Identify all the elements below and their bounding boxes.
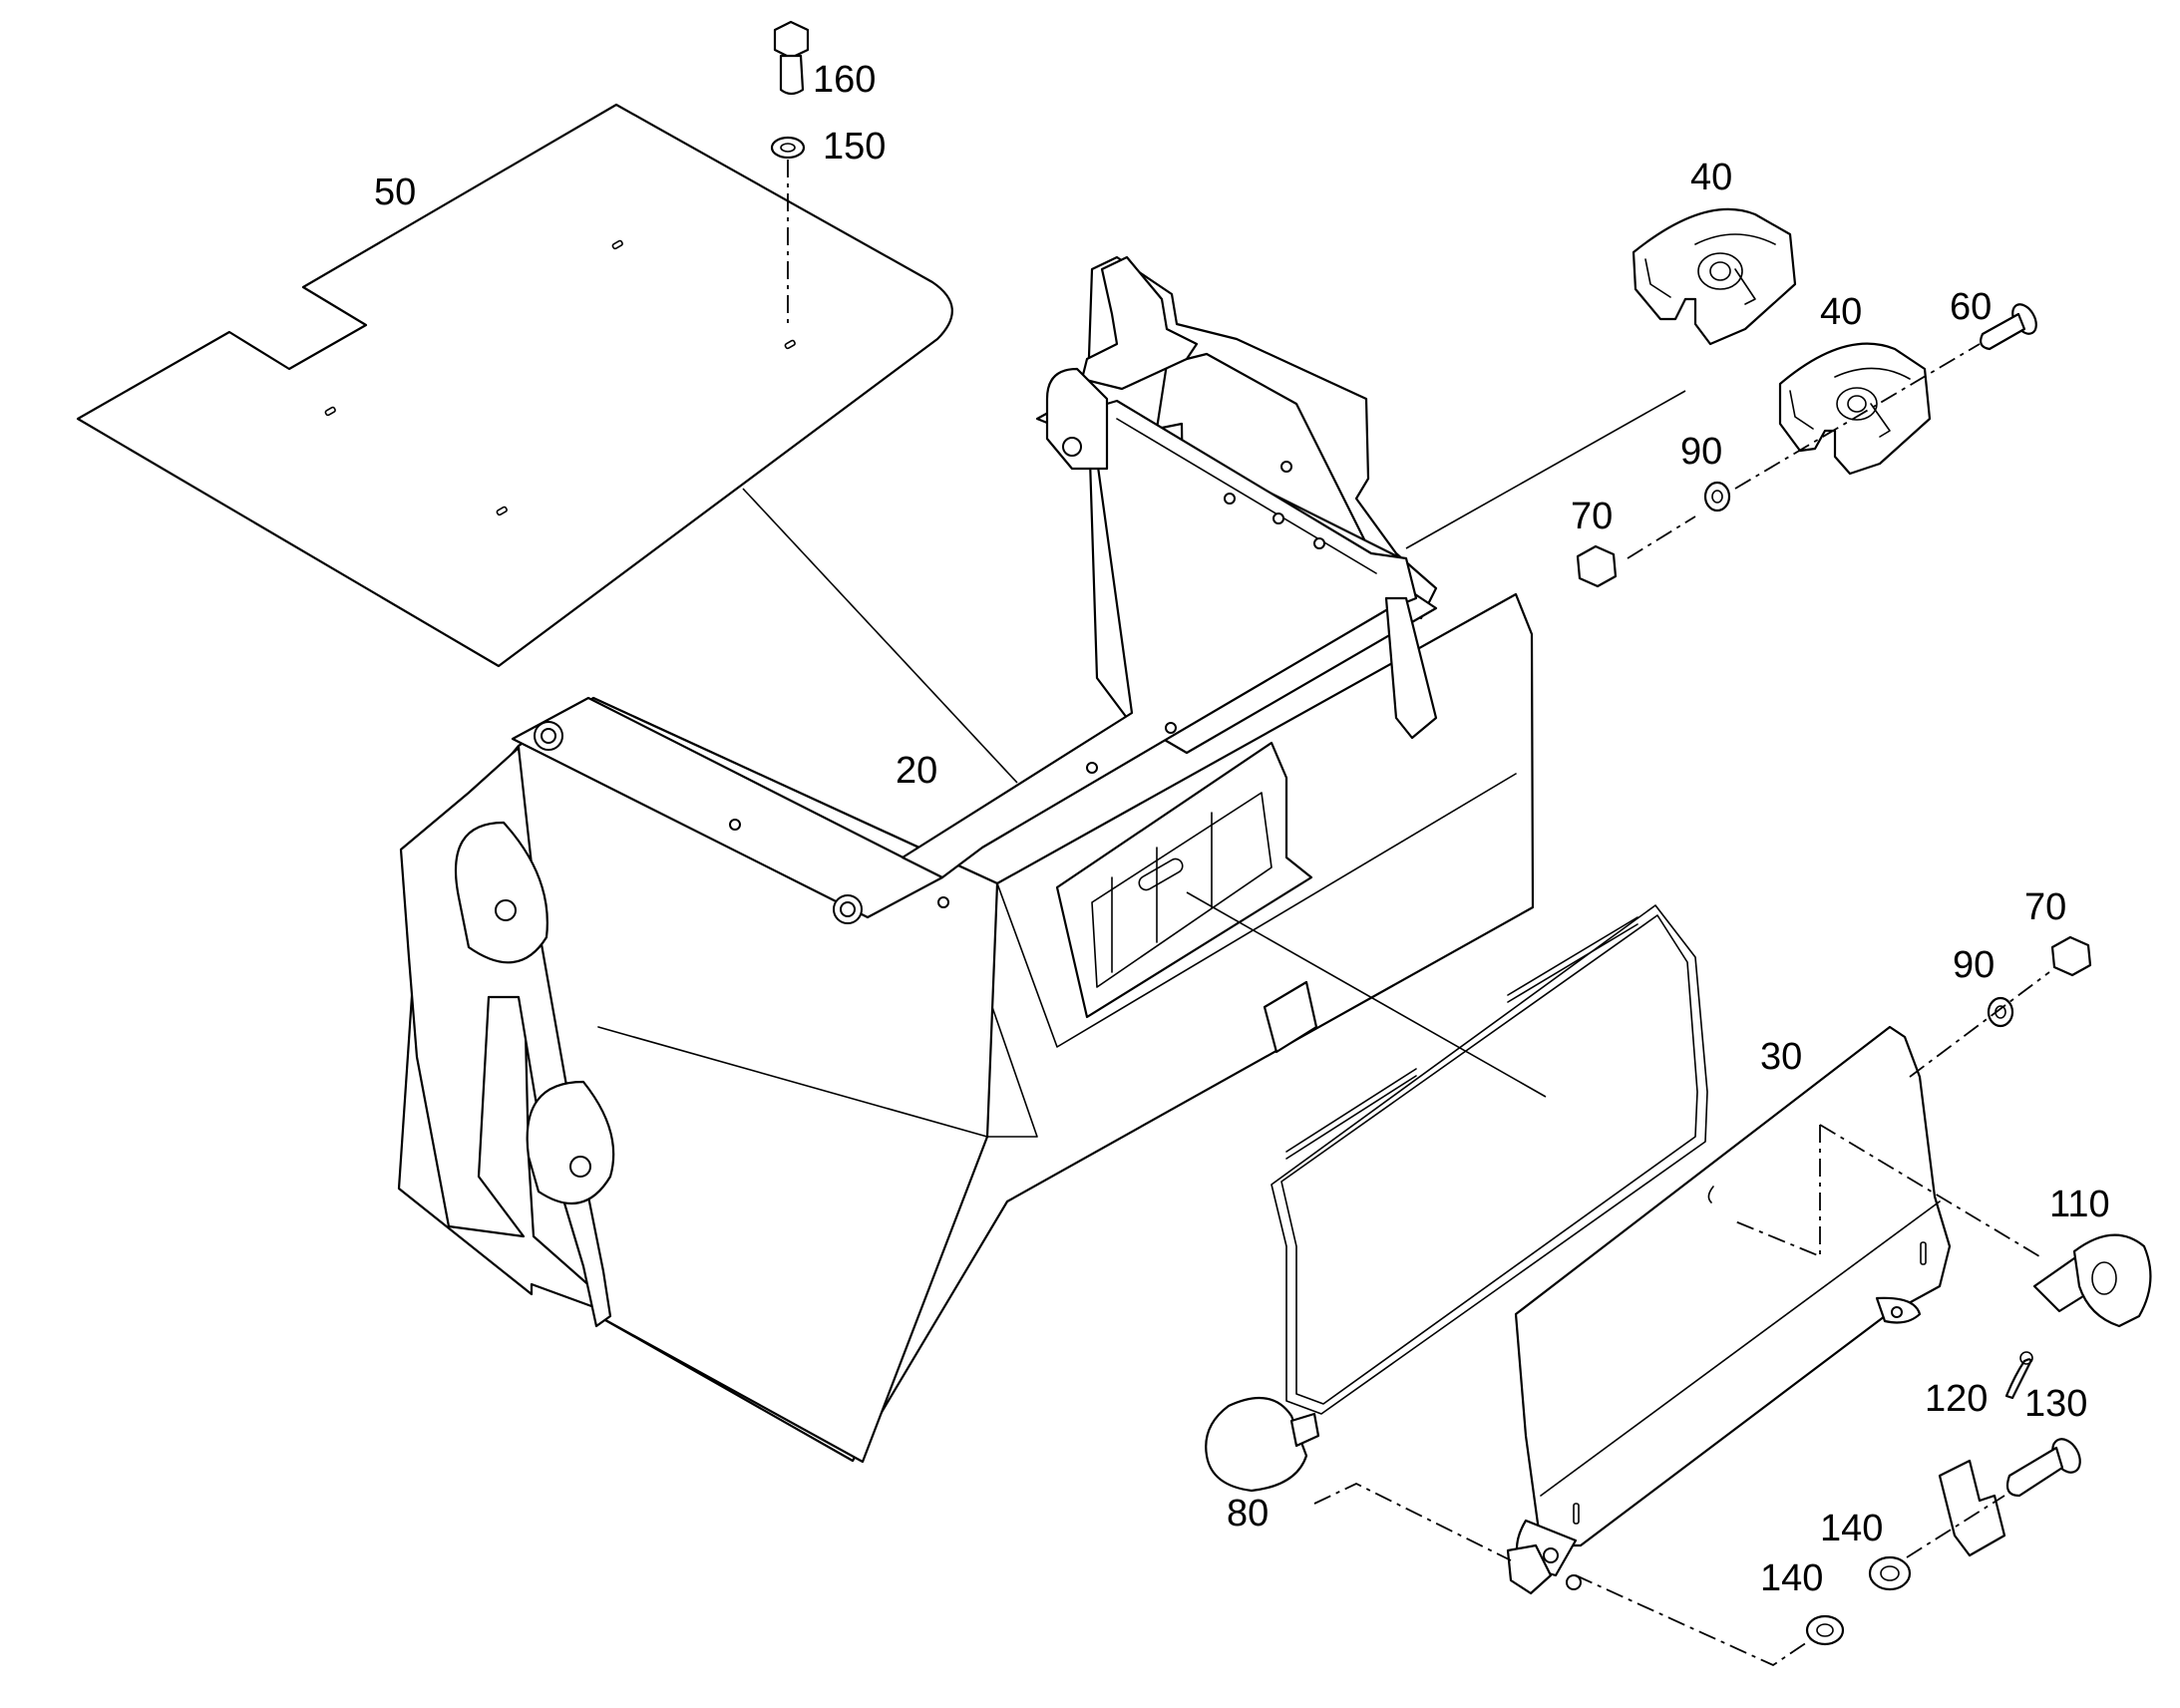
- callout-140-upper: 140: [1820, 1508, 1883, 1549]
- callout-40-upper: 40: [1690, 157, 1732, 198]
- callout-130: 130: [2024, 1383, 2087, 1425]
- callouts: 160 150 50 40 40 60 90 70 20 70 90 30 11…: [374, 59, 2110, 1599]
- part-60-bolt: [1980, 303, 2037, 351]
- callout-50: 50: [374, 171, 416, 213]
- callout-20: 20: [896, 750, 937, 792]
- part-70-nut-upper: [1576, 544, 1618, 588]
- part-20-main-frame: [397, 255, 1535, 1464]
- part-90-washer-upper: [1703, 481, 1731, 512]
- callout-70-upper: 70: [1571, 496, 1613, 537]
- assembly-axes: [787, 160, 2050, 1667]
- hinge-bracket: [1938, 1459, 2006, 1557]
- part-80-knob: [1205, 1396, 1320, 1493]
- leader-lines: [742, 390, 1686, 1098]
- part-40-hinge-cover-lower: [1778, 342, 1932, 476]
- part-30-door-panel: [1271, 904, 1952, 1595]
- part-50-cover-plate: [76, 103, 953, 668]
- callout-140-lower: 140: [1760, 1557, 1823, 1599]
- part-130-pin: [2005, 1438, 2081, 1498]
- part-110-latch: [2032, 1233, 2152, 1328]
- callout-120: 120: [1925, 1378, 1988, 1420]
- callout-110: 110: [2049, 1184, 2110, 1225]
- callout-60: 60: [1950, 286, 1992, 328]
- part-90-washer-lower: [1987, 996, 2014, 1028]
- callout-80: 80: [1227, 1493, 1269, 1535]
- callout-70-lower: 70: [2024, 886, 2066, 928]
- callout-40-lower: 40: [1820, 291, 1862, 333]
- part-70-nut-lower: [2050, 935, 2092, 977]
- callout-90-upper: 90: [1680, 431, 1722, 473]
- callout-90-lower: 90: [1953, 944, 1995, 986]
- part-160-bolt: [773, 20, 810, 96]
- callout-30: 30: [1760, 1036, 1802, 1078]
- part-40-hinge-cover-upper: [1632, 207, 1797, 346]
- part-140-bushing-upper: [1868, 1555, 1912, 1591]
- callout-150: 150: [823, 126, 886, 168]
- callout-160: 160: [813, 59, 876, 101]
- part-150-washer: [770, 136, 806, 160]
- part-140-bushing-lower: [1805, 1614, 1845, 1646]
- part-120-cotter-pin: [2004, 1351, 2033, 1400]
